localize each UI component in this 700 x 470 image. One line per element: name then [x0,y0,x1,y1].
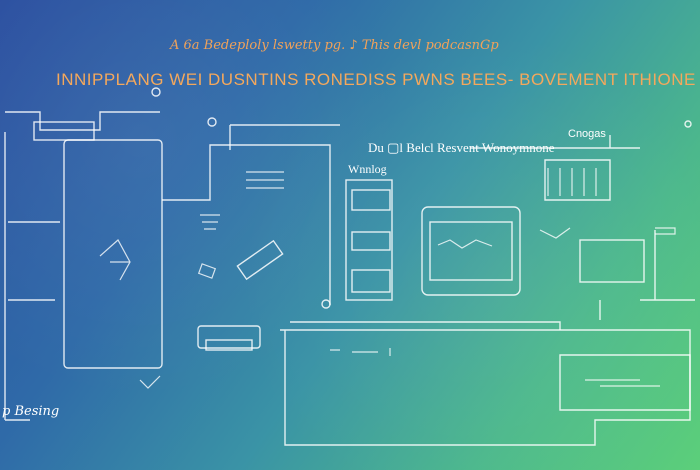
right-lower-lines [585,379,660,387]
bottom-frame-top [290,321,561,330]
left-frame [63,139,163,369]
left-vertical-rail [4,132,30,421]
node-circle [684,120,692,128]
chart-line-icon [437,239,493,249]
right-top-rail [470,135,640,149]
upper-connector [229,124,340,150]
bottom-glyphs [330,348,391,356]
document-panel [345,179,393,301]
warning-label: Wnnlog [348,162,387,176]
flag-icon [655,227,676,235]
squiggle-icon [539,227,571,239]
left-top-rail [5,111,160,131]
right-lower-box [559,354,691,411]
stack-icon [200,214,220,230]
doc-block-3 [351,269,391,293]
robot-arm-icon [99,239,131,281]
node-circle [321,299,331,309]
right-connectors [599,230,695,320]
subtitle-text: A 6a Bedeploly lswetty pg. ♪ This devl p… [170,38,499,53]
bottom-label: p Besing [2,404,60,419]
top-connector [162,144,331,305]
change-label: Cnogas [568,128,606,140]
bottom-frame [280,329,691,446]
list-lines-icon [246,171,284,189]
check-icon [139,375,161,389]
left-top-box [33,121,95,141]
center-monitor-screen [429,221,513,281]
doc-block-2 [351,231,391,251]
title-text: INNIPPLANG WEI DUSNTINS RONEDISS PWNS BE… [56,70,696,89]
right-monitor [579,239,645,283]
node-circle [151,87,161,97]
center-monitor [421,206,521,296]
node-circle [207,117,217,127]
doc-block-1 [351,189,391,211]
printer-tray [205,339,253,351]
small-card-icon [197,263,217,279]
panel-title: Du ▢l Belcl Resvent Wonoymnone [368,140,555,155]
angled-card [236,239,284,281]
grid-bars-icon [547,168,597,196]
left-connectors [8,221,60,301]
right-top-box [544,159,611,201]
printer-device [197,325,261,349]
